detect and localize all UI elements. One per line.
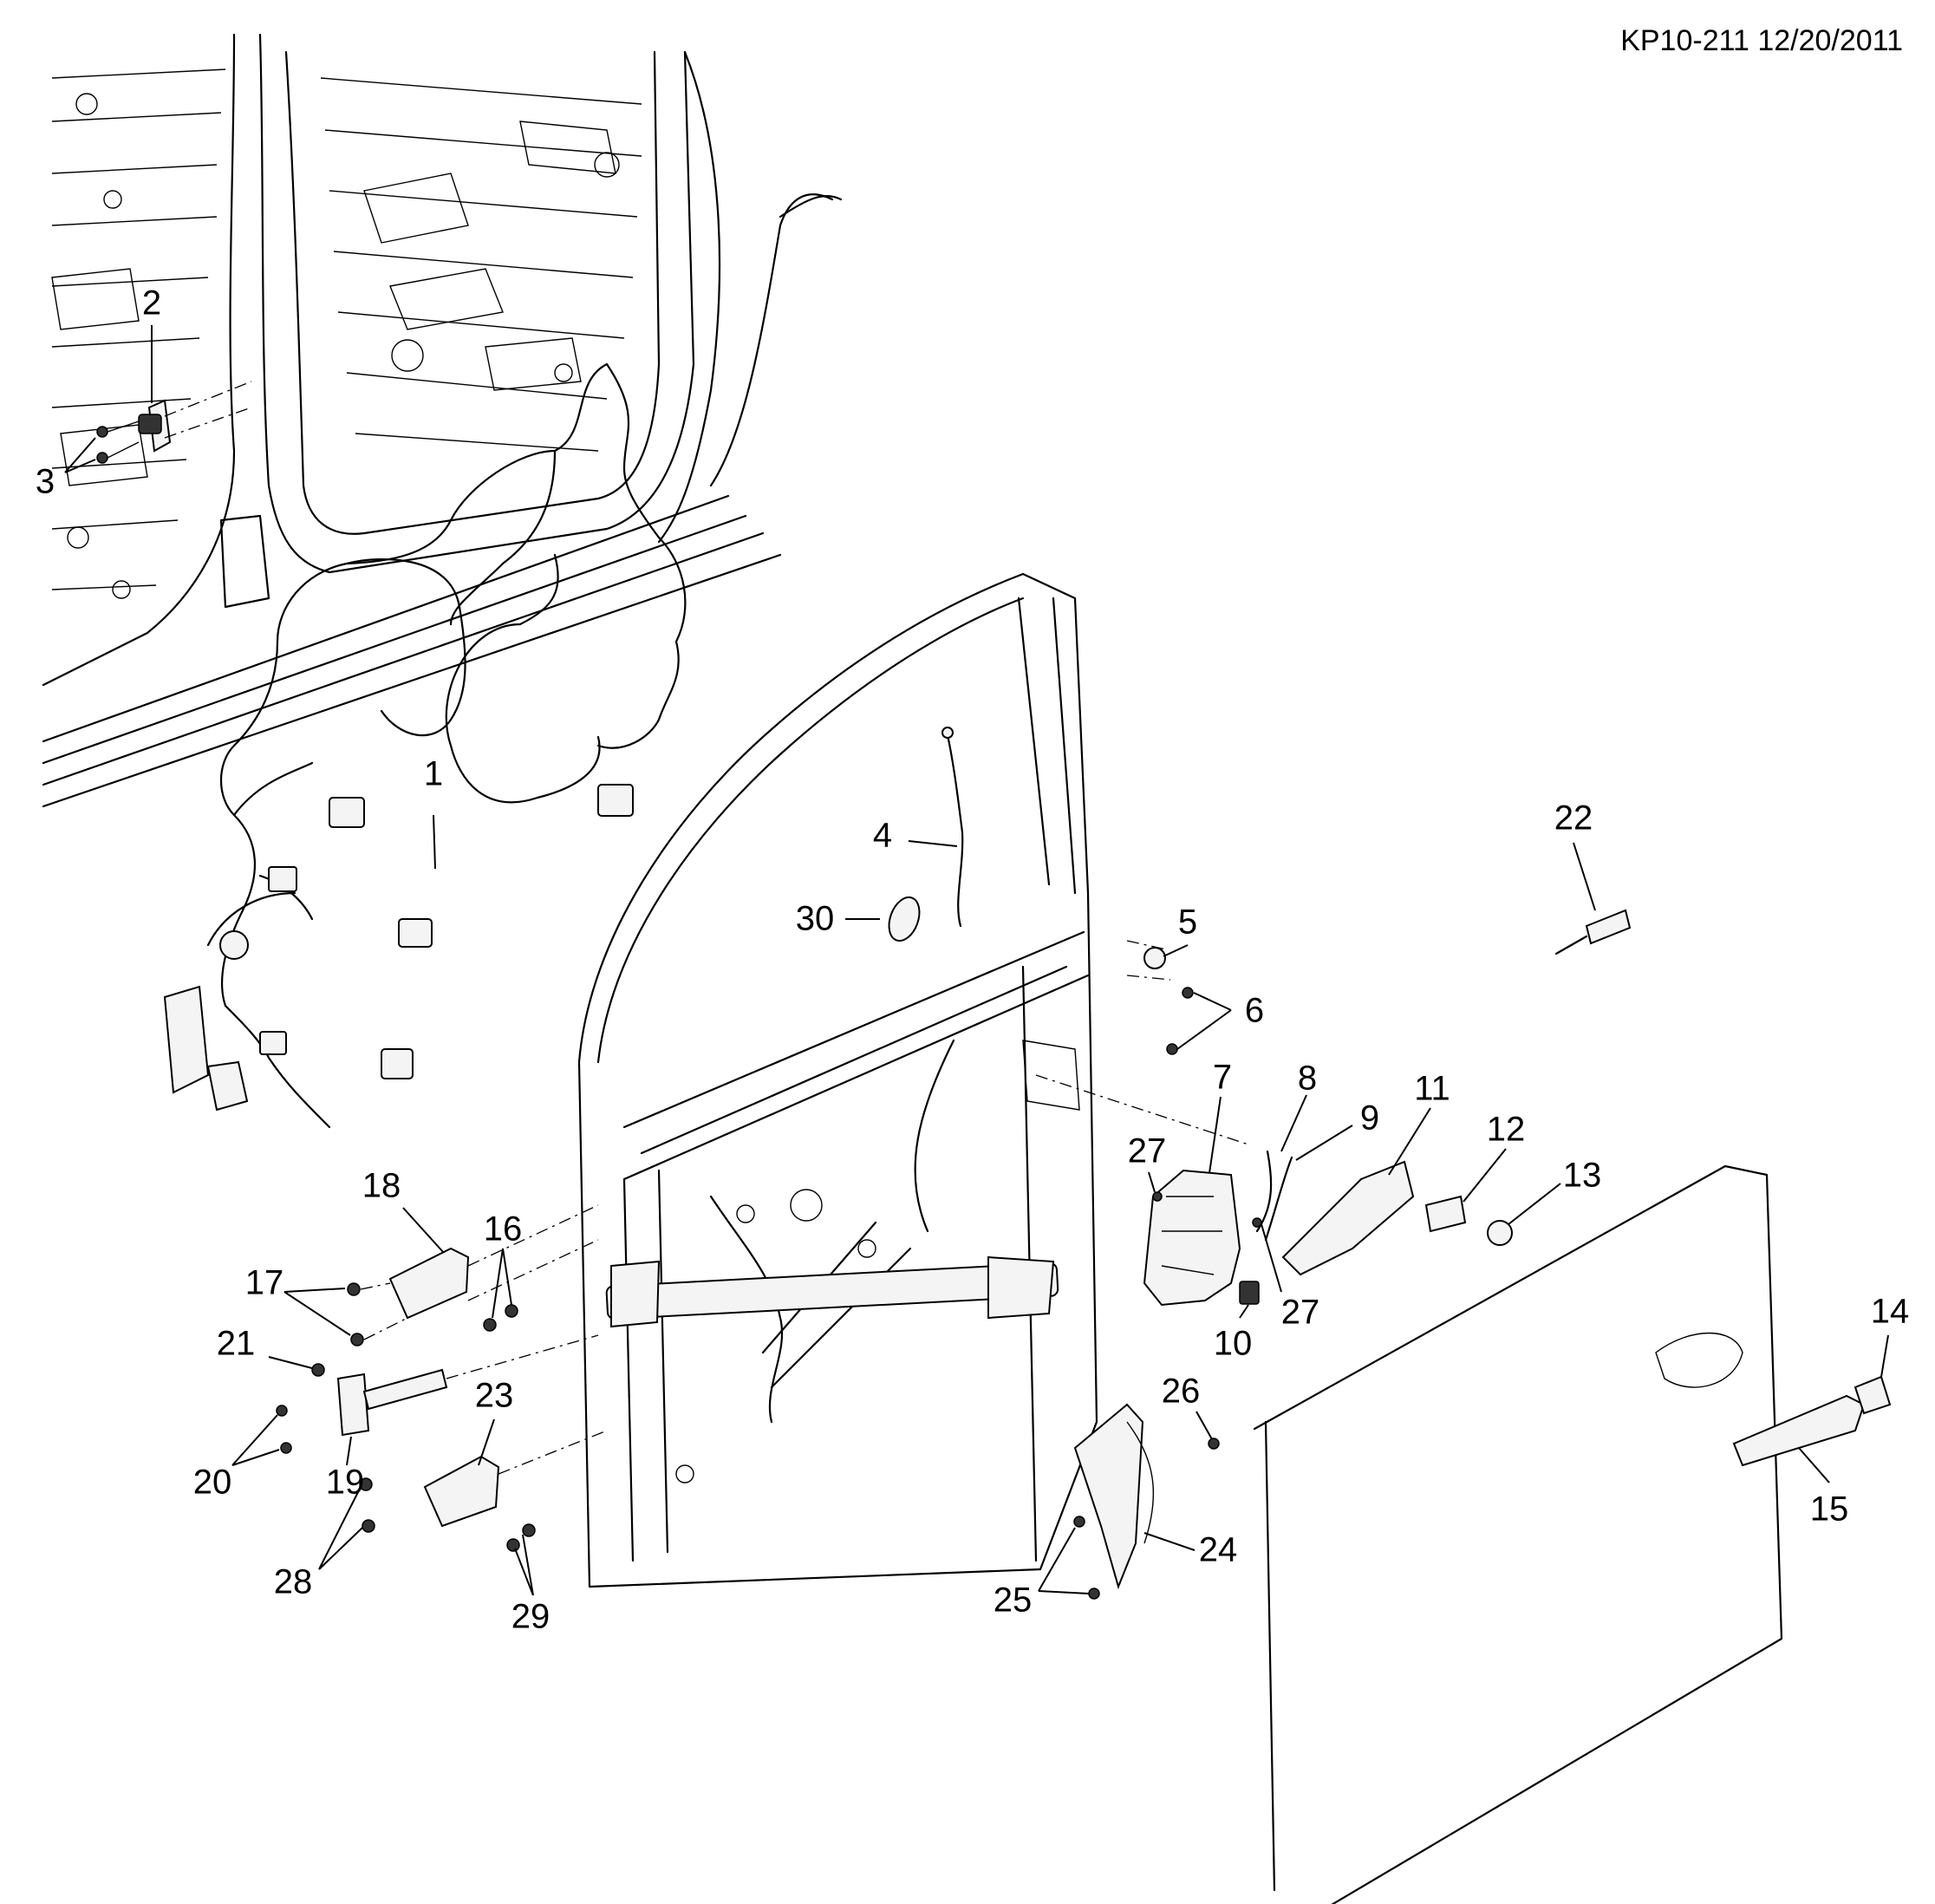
svg-text:5: 5	[1178, 903, 1197, 942]
svg-text:25: 25	[994, 1581, 1033, 1620]
trim-bracket-bolt	[1208, 1438, 1220, 1450]
svg-text:4: 4	[873, 817, 892, 855]
callout-8: 8	[1280, 1060, 1317, 1152]
svg-text:16: 16	[484, 1210, 523, 1249]
lock-rod	[941, 727, 964, 928]
lower-hinge-bolts	[359, 1477, 375, 1533]
door-check	[336, 1334, 599, 1437]
hinge-nuts	[483, 1304, 518, 1332]
outer-door-panel	[1253, 1164, 1783, 1904]
svg-text:15: 15	[1810, 1490, 1849, 1529]
callout-5: 5	[1163, 903, 1197, 957]
callout-4: 4	[873, 817, 958, 855]
door-check-bolt	[311, 1363, 325, 1377]
callout-9: 9	[1295, 1099, 1379, 1161]
lock-small-fasteners	[1152, 1191, 1262, 1228]
svg-text:2: 2	[142, 284, 161, 323]
lock-cylinder	[1487, 1220, 1513, 1246]
remote-key	[1554, 909, 1632, 955]
callout-17: 17	[245, 1264, 351, 1336]
upper-hinge-bolts	[347, 1282, 408, 1346]
handle-cap	[1854, 1375, 1892, 1415]
callout-27-left: 27	[1128, 1132, 1167, 1193]
lower-door-hinge	[423, 1430, 608, 1528]
door-trim-bracket	[1073, 1403, 1155, 1590]
svg-text:26: 26	[1162, 1373, 1201, 1411]
svg-text:23: 23	[475, 1377, 514, 1415]
front-door-frame	[577, 572, 1249, 1588]
callout-20: 20	[193, 1414, 280, 1502]
grommet	[1143, 947, 1166, 969]
svg-text:19: 19	[326, 1464, 365, 1502]
svg-text:11: 11	[1414, 1070, 1450, 1108]
svg-text:10: 10	[1214, 1325, 1253, 1363]
access-hole-plug	[888, 896, 921, 942]
svg-text:6: 6	[1245, 992, 1264, 1030]
callout-27-right: 27	[1261, 1223, 1320, 1332]
svg-text:29: 29	[511, 1598, 551, 1636]
callout-1: 1	[424, 755, 443, 870]
callout-16: 16	[484, 1210, 523, 1319]
callout-14: 14	[1871, 1293, 1910, 1378]
svg-text:27: 27	[1128, 1132, 1167, 1170]
callout-23: 23	[475, 1377, 514, 1466]
lock-connector	[1239, 1281, 1260, 1305]
svg-text:27: 27	[1281, 1294, 1320, 1332]
svg-text:24: 24	[1199, 1531, 1238, 1569]
callout-21: 21	[217, 1325, 313, 1369]
svg-text:21: 21	[217, 1325, 256, 1363]
callout-18: 18	[362, 1167, 445, 1254]
svg-text:9: 9	[1360, 1099, 1379, 1138]
callout-25: 25	[994, 1527, 1090, 1620]
lower-hinge-nuts	[506, 1523, 536, 1552]
outside-door-handle	[1732, 1394, 1866, 1467]
door-wiring-harness	[163, 362, 687, 1129]
callout-10: 10	[1214, 1304, 1253, 1363]
callout-28: 28	[274, 1486, 363, 1601]
callout-6: 6	[1176, 992, 1264, 1050]
callout-26: 26	[1162, 1373, 1213, 1440]
callout-24: 24	[1143, 1531, 1238, 1569]
trim-bracket-nuts	[1073, 1516, 1100, 1600]
lock-rod-clip	[1264, 1156, 1293, 1242]
svg-text:12: 12	[1487, 1111, 1526, 1149]
callout-19: 19	[326, 1436, 365, 1502]
callout-29: 29	[511, 1534, 551, 1636]
svg-text:1: 1	[424, 755, 443, 793]
callout-30: 30	[796, 900, 880, 938]
callout-13: 13	[1508, 1157, 1602, 1225]
svg-text:30: 30	[796, 900, 835, 938]
callout-22: 22	[1554, 799, 1596, 911]
svg-text:20: 20	[193, 1464, 232, 1502]
upper-door-hinge	[388, 1204, 599, 1320]
handle-gasket	[1424, 1195, 1467, 1233]
callout-15: 15	[1798, 1447, 1849, 1529]
callout-3: 3	[36, 437, 96, 501]
svg-text:18: 18	[362, 1167, 401, 1205]
svg-text:8: 8	[1298, 1060, 1317, 1098]
lock-bolts	[1166, 987, 1194, 1055]
callout-2: 2	[142, 284, 161, 403]
figure-reference: KP10-211 12/20/2011	[1620, 24, 1903, 57]
svg-text:13: 13	[1563, 1157, 1602, 1195]
vehicle-body-opening	[42, 33, 843, 808]
svg-text:7: 7	[1213, 1059, 1232, 1097]
svg-text:28: 28	[274, 1563, 313, 1601]
svg-text:14: 14	[1871, 1293, 1910, 1331]
svg-text:17: 17	[245, 1264, 284, 1302]
svg-text:22: 22	[1554, 799, 1593, 838]
door-striker	[138, 381, 252, 453]
door-check-nuts	[276, 1405, 292, 1454]
svg-text:3: 3	[36, 463, 55, 501]
callout-7: 7	[1209, 1059, 1232, 1174]
striker-bolts	[96, 421, 140, 464]
callout-11: 11	[1388, 1070, 1450, 1176]
outside-handle-bracket	[1281, 1160, 1415, 1276]
door-lock-actuator	[1143, 1169, 1241, 1307]
callout-12: 12	[1463, 1111, 1526, 1203]
